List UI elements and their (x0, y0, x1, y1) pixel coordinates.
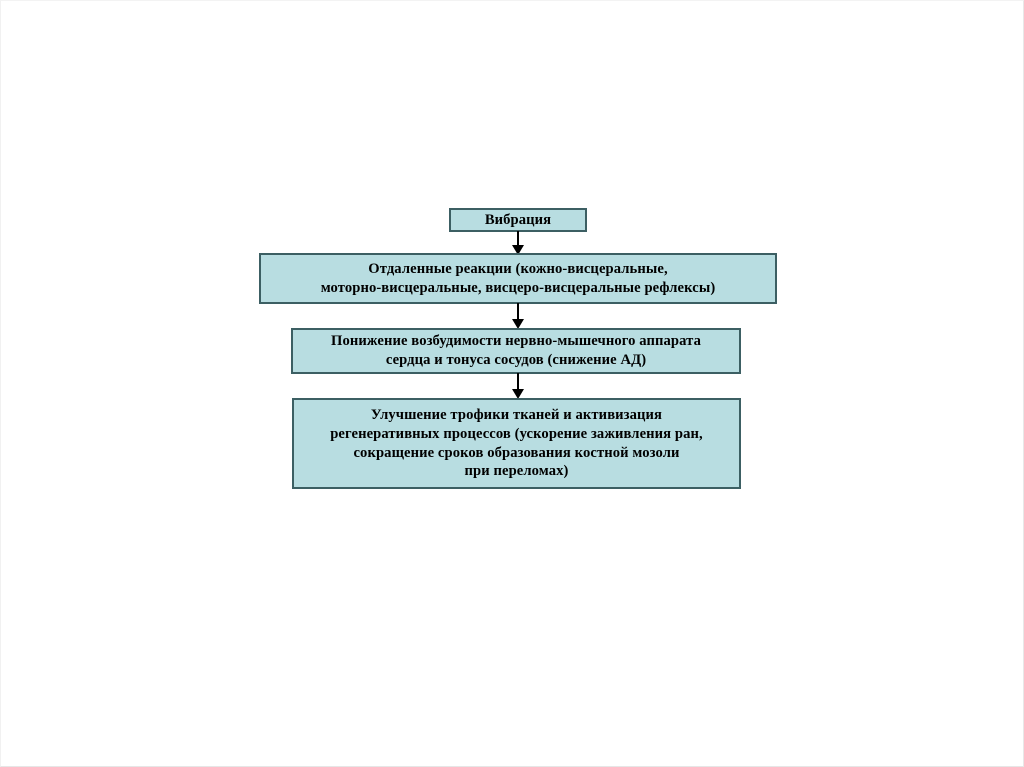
flowchart-node-trophic: Улучшение трофики тканей и активизация р… (292, 398, 741, 489)
node-label: Улучшение трофики тканей и активизация р… (330, 406, 703, 480)
flowchart-node-remote-reactions: Отдаленные реакции (кожно-висцеральные, … (259, 253, 777, 304)
node-label: Вибрация (484, 211, 552, 228)
connector-arrow-remote-reactions-to-excitability (507, 303, 529, 329)
node-label: Отдаленные реакции (кожно-висцеральные, … (320, 260, 716, 296)
flowchart-node-vibration: Вибрация (449, 208, 587, 232)
flowchart-node-excitability: Понижение возбудимости нервно-мышечного … (291, 328, 741, 374)
connector-arrow-vibration-to-remote-reactions (507, 231, 529, 255)
node-label: Понижение возбудимости нервно-мышечного … (331, 333, 701, 368)
connector-arrow-excitability-to-trophic (507, 373, 529, 399)
